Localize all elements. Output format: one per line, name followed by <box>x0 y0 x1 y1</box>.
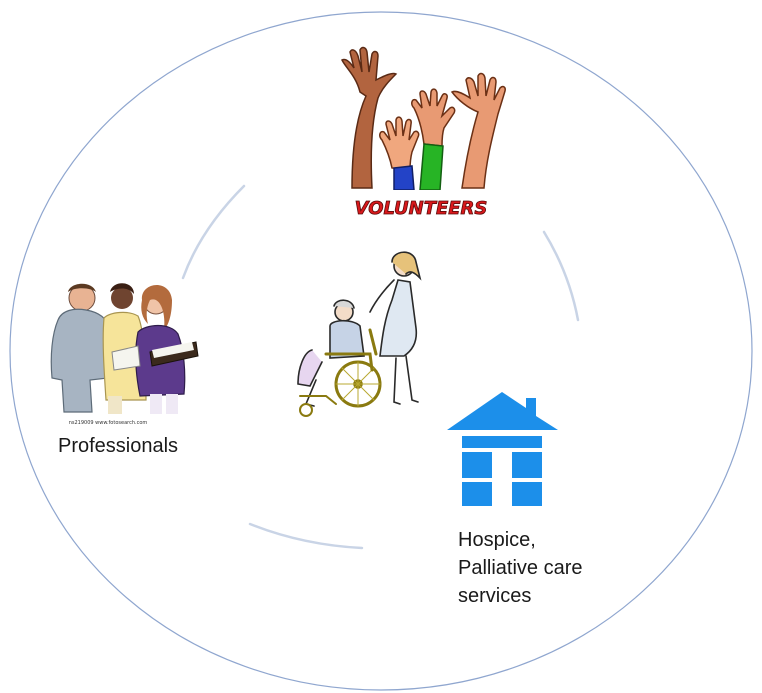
cycle-arc-bottom <box>248 522 364 550</box>
hospice-label-line-1: Hospice, <box>458 529 536 551</box>
cycle-arc-left <box>181 184 246 280</box>
volunteer-arm-3 <box>411 88 456 147</box>
volunteer-arm-5 <box>450 72 506 189</box>
wheelchair-caregiver-icon <box>297 251 422 417</box>
volunteer-arm-1 <box>340 46 398 189</box>
professionals-caption: ns219009 www.fotosearch.com <box>69 420 148 426</box>
volunteer-sleeve-blue <box>393 165 415 191</box>
volunteers-banner: VOLUNTEERS <box>354 190 488 219</box>
professionals-label: Professionals <box>58 435 179 457</box>
volunteers-banner-text: VOLUNTEERS <box>355 198 488 219</box>
volunteer-sleeve-green <box>419 143 444 191</box>
hospice-label-line-3: services <box>458 585 532 607</box>
volunteer-arm-2 <box>379 116 420 171</box>
hospice-label-line-2: Palliative care <box>458 557 583 579</box>
outer-circle <box>9 11 753 691</box>
hospice-house-icon <box>447 392 558 506</box>
cycle-arc-right <box>542 230 580 322</box>
professionals-illustration: ns219009 www.fotosearch.com <box>50 283 199 426</box>
volunteers-hands-icon <box>340 46 506 191</box>
hospice-label: Hospice, Palliative care services <box>458 526 658 610</box>
